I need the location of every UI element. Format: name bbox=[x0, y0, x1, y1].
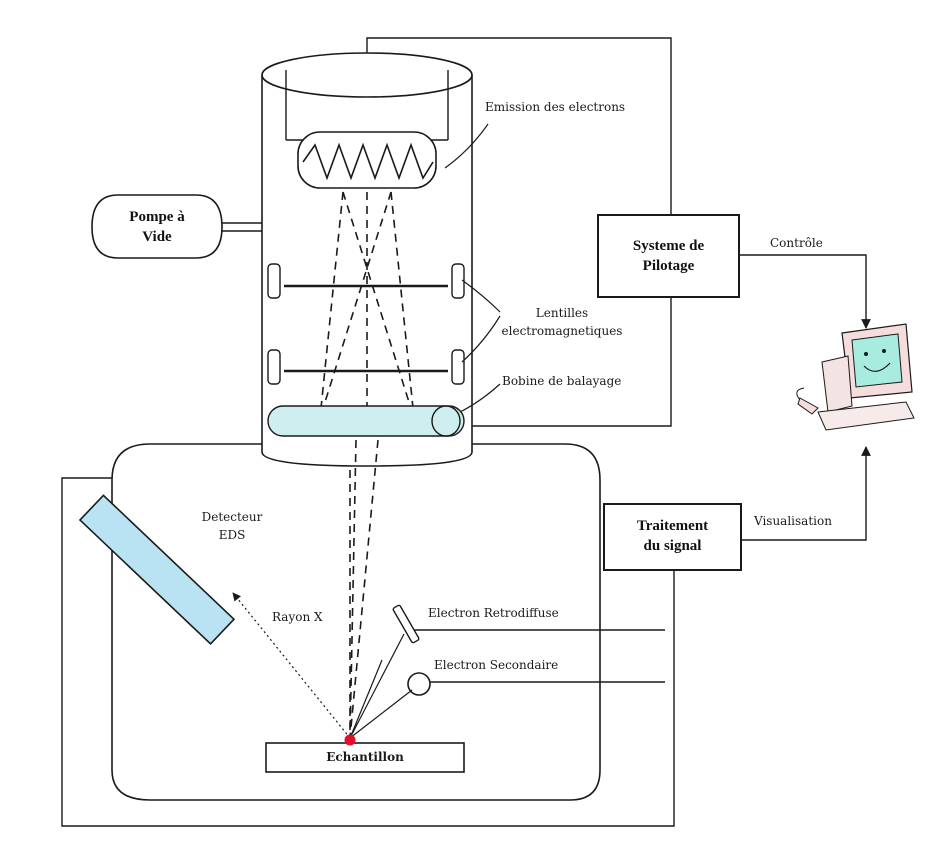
emission-label: Emission des electrons bbox=[485, 100, 626, 114]
lentilles-label-line2: electromagnetiques bbox=[501, 324, 623, 338]
pump-label-line1: Pompe à bbox=[129, 209, 185, 225]
visualisation-label: Visualisation bbox=[754, 514, 832, 528]
specimen-chamber bbox=[111, 443, 601, 801]
emitted-signals bbox=[232, 592, 413, 739]
pump-label-line2: Vide bbox=[142, 229, 172, 245]
traitement-label: Traitement du signal bbox=[604, 516, 741, 556]
electromagnetic-lenses bbox=[267, 263, 465, 385]
impact-point bbox=[344, 734, 356, 746]
secondary-detector bbox=[407, 672, 431, 696]
signal-processing bbox=[61, 446, 871, 827]
rayon-x-label: Rayon X bbox=[272, 610, 323, 624]
traitement-label-line1: Traitement bbox=[636, 518, 709, 534]
pilotage-label-line1: Systeme de bbox=[632, 238, 705, 254]
pilotage-label-line2: Pilotage bbox=[642, 258, 695, 274]
detecteur-label-line1: Detecteur bbox=[201, 510, 263, 524]
electron-gun bbox=[285, 70, 449, 189]
secondaire-label: Electron Secondaire bbox=[434, 658, 559, 672]
computer-icon bbox=[796, 323, 915, 431]
scanning-coil bbox=[267, 405, 465, 437]
lentilles-label-line1: Lentilles bbox=[535, 306, 589, 320]
controle-label: Contrôle bbox=[770, 236, 823, 250]
sample-stage bbox=[265, 742, 465, 773]
lentilles-label: Lentilles electromagnetiques bbox=[492, 304, 632, 340]
pilot-system bbox=[366, 37, 871, 427]
pilotage-label: Systeme de Pilotage bbox=[598, 236, 739, 276]
pump-label: Pompe à Vide bbox=[92, 207, 222, 247]
traitement-label-line2: du signal bbox=[643, 538, 702, 554]
callout-lines bbox=[444, 123, 501, 413]
bobine-label: Bobine de balayage bbox=[502, 374, 622, 388]
electron-beam bbox=[319, 191, 415, 739]
echantillon-label: Echantillon bbox=[326, 750, 404, 764]
vacuum-pump bbox=[91, 194, 262, 259]
detecteur-label-line2: EDS bbox=[218, 528, 246, 542]
backscatter-detector bbox=[392, 604, 420, 644]
retro-label: Electron Retrodiffuse bbox=[428, 606, 559, 620]
eds-detector bbox=[78, 494, 236, 646]
detecteur-label: Detecteur EDS bbox=[196, 508, 268, 544]
